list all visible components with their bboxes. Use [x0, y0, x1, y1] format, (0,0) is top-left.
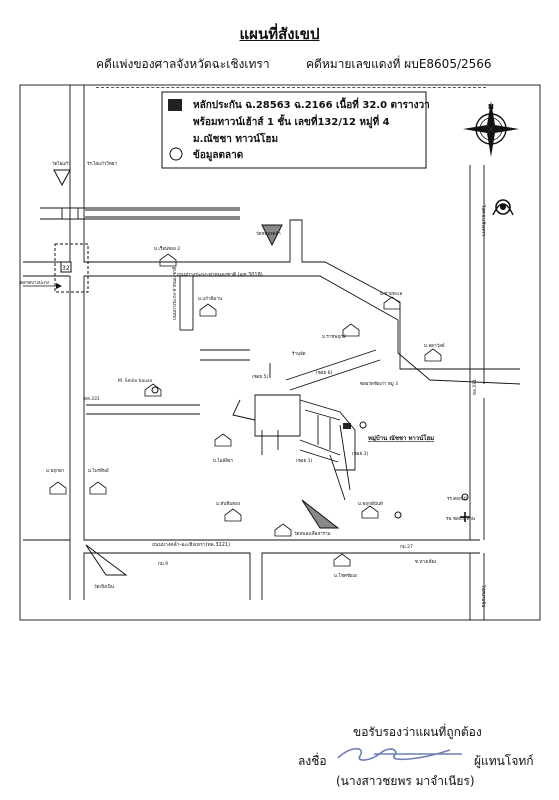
route-sign: 32: [62, 265, 70, 272]
mark-2-label: ทล.331: [472, 379, 478, 395]
left-vertical-road: [69, 276, 85, 540]
royal-emblem-icon: [492, 199, 514, 216]
village-9-label: ม.พฤกษ์นันท์: [358, 500, 383, 507]
inner-roads: [86, 349, 381, 501]
lane-2-label: (ซอย 6): [316, 370, 332, 376]
village-5-label: ม.ไอลัลิยา: [213, 458, 234, 464]
road-3018: [23, 85, 521, 385]
target-name: หมู่บ้าน ณัชชา ทาวน์โฮม: [368, 434, 434, 443]
road-upper-label: ถนนบางปะกง-ท่าหนองชาติ (ฉช.3018): [177, 271, 263, 278]
village-10-label: ม.ราชพฤกษ์: [322, 333, 346, 340]
temple-bottom-left-label: วัดเขิงเนิน: [94, 584, 114, 590]
case-number: คดีหมายเลขแดงที่ ผบE8605/2566: [306, 57, 492, 71]
route-sign-box: [60, 261, 72, 273]
mark-1-label: ทล.331: [84, 396, 100, 402]
legend-frame: [161, 91, 427, 169]
certification-text: ขอรับรองว่าแผนที่ถูกต้อง: [353, 725, 482, 739]
target-marker: [343, 423, 351, 429]
hospital-icon: [460, 512, 470, 522]
market-icon: [151, 386, 469, 519]
arrow-left-label: ตลาดบางปะกง: [20, 280, 49, 286]
legend-box: หลักประกัน ฉ.28563 ฉ.2166 เนื้อที่ 32.0 …: [161, 91, 430, 169]
road-left-vertical-label: ถนนบางปะกง-ท่าหนองชาติ: [172, 267, 178, 320]
right-road-label: ไปศ.ฉะเชิงเทรา: [480, 204, 486, 237]
legend-line-1: หลักประกัน ฉ.28563 ฉ.2166 เนื้อที่ 32.0 …: [193, 97, 430, 111]
soi-3-label: ซอยวัดชัยเก่า หมู่ 3: [360, 381, 398, 387]
target-circle: [359, 421, 367, 429]
header-divider: [96, 87, 486, 88]
shop-2-label: รร.ดอกไม้: [447, 496, 467, 502]
signature-label: ลงชื่อ: [298, 754, 327, 768]
legend-line-4: ข้อมูลตลาด: [193, 149, 243, 162]
road-lower-label: ถนนบางคล้า-ฉะเชิงเทรา(ทล.3121): [152, 541, 230, 548]
market-symbol: [169, 147, 183, 161]
village-8-label: ม.ทับทิมทอง: [216, 501, 240, 507]
village-7-label: ม.ไพรทิพย์: [88, 467, 109, 474]
temple-bottom-label: วัดหนองเสือสาราม: [294, 530, 331, 537]
signature-role: ผู้แทนโจทก์: [474, 754, 534, 768]
lane-1-label: (ซอย 5): [252, 374, 268, 380]
village-4-label: M. Smile house: [118, 378, 152, 384]
compass-icon: N: [463, 101, 519, 157]
village-2-label: ม.แก้วพิมาน: [198, 296, 222, 302]
lane-4-label: (ซอย 3): [352, 451, 368, 457]
legend-line-2: พร้อมทาวน์เฮ้าส์ 1 ชั้น เลขที่132/12 หมู…: [193, 114, 390, 129]
village-1-label: ม.เรือนทอง 2: [154, 245, 180, 252]
house-icon: [49, 253, 442, 567]
road-3121: [23, 520, 480, 600]
village-3-label: ม.ชายทะเล: [380, 291, 403, 297]
map-title: แผนที่สังเขป: [239, 25, 320, 43]
mid-vertical-road: [179, 276, 194, 331]
svg-text:N: N: [488, 103, 494, 111]
temple-icon: [53, 169, 340, 576]
shop-1-label: ร้านจัด: [292, 351, 306, 357]
village-12-label: ม.โชคชัยเอ: [334, 572, 357, 579]
km-1-label: กม.9: [158, 561, 168, 567]
dashed-area: [54, 243, 89, 293]
km-3-label: กม.27: [400, 544, 413, 550]
village-11-label: ม.ลดาวัลย์: [424, 342, 445, 349]
signature-image: [337, 747, 462, 761]
temple-mid-label: วัดหนองคล้า: [256, 231, 281, 237]
right-vertical-road: [469, 165, 485, 620]
legend-line-3: ม.ณัชชา ทาวน์โฮม: [193, 132, 278, 145]
temple-left-label: วัดไผ่แก้ว: [52, 161, 71, 167]
right-bottom-label: ไปสนามบิน: [480, 584, 486, 607]
church-label: รร.ไผ่แก้ววิทยา: [87, 161, 117, 167]
left-arrow-head: [56, 283, 62, 289]
shop-5-label: ซ.ทางเลี่ยง: [415, 558, 436, 565]
map-frame: [19, 84, 541, 621]
lane-3-label: (ซอย 1): [296, 458, 312, 464]
village-6-label: ม.พฤกษา: [46, 468, 65, 474]
shop-3-label: รพ.ชลประทาน: [446, 516, 475, 522]
collateral-symbol: [168, 99, 182, 111]
signatory-name: (นางสาวชยพร มาจำเนียร): [336, 774, 475, 788]
court-name: คดีแพ่งของศาลจังหวัดฉะเชิงเทรา: [96, 57, 270, 71]
